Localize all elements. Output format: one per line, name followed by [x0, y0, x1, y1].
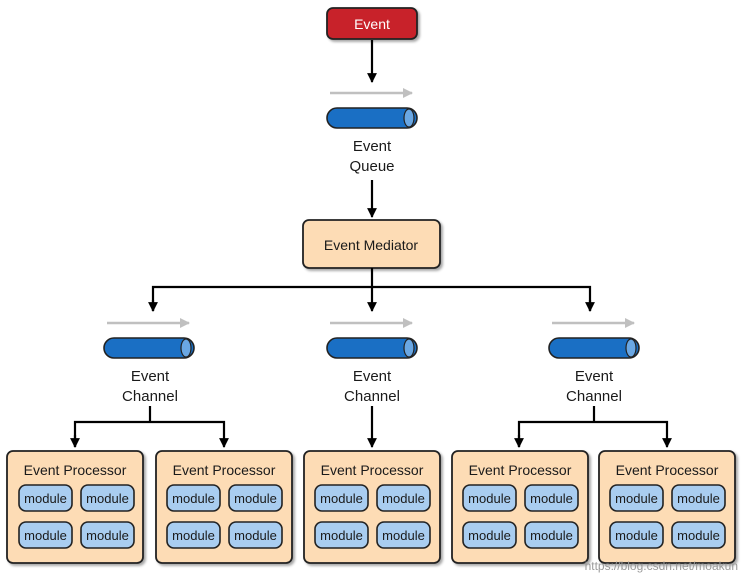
svg-text:module: module — [468, 491, 511, 506]
mediator-to-channels-connector — [148, 268, 595, 312]
processor-label: Event Processor — [616, 462, 719, 478]
svg-text:module: module — [677, 528, 720, 543]
svg-text:module: module — [468, 528, 511, 543]
svg-text:module: module — [677, 491, 720, 506]
module: module — [228, 521, 283, 549]
svg-text:module: module — [320, 528, 363, 543]
module: module — [462, 484, 517, 512]
module: module — [524, 484, 579, 512]
svg-text:module: module — [24, 528, 67, 543]
queue-label-line1: Event — [353, 138, 392, 155]
svg-text:module: module — [530, 528, 573, 543]
channel-label-line1: Event — [131, 368, 170, 385]
event-channel-left: Event Channel — [103, 318, 195, 405]
event-queue: Event Queue — [326, 88, 418, 175]
svg-text:module: module — [234, 528, 277, 543]
event-processor-5: Event Processor module module module mod… — [598, 450, 736, 564]
svg-text:module: module — [172, 528, 215, 543]
watermark: https://blog.csdn.net/moakun — [585, 559, 738, 573]
event-label: Event — [354, 16, 390, 32]
module: module — [166, 521, 221, 549]
channel-label-line1: Event — [353, 368, 392, 385]
module: module — [671, 484, 726, 512]
module: module — [671, 521, 726, 549]
channel-label-line2: Channel — [122, 388, 178, 405]
event-processor-1: Event Processor module module module mod… — [6, 450, 144, 564]
channel-label-line1: Event — [575, 368, 614, 385]
channels-to-processors-connector — [70, 406, 672, 448]
module: module — [609, 484, 664, 512]
module: module — [80, 484, 135, 512]
module: module — [376, 521, 431, 549]
module: module — [228, 484, 283, 512]
svg-text:module: module — [86, 491, 129, 506]
processor-label: Event Processor — [24, 462, 127, 478]
module: module — [314, 484, 369, 512]
module: module — [18, 521, 73, 549]
event-mediator: Event Mediator — [302, 219, 441, 269]
module: module — [18, 484, 73, 512]
svg-text:module: module — [172, 491, 215, 506]
channel-label-line2: Channel — [566, 388, 622, 405]
svg-text:module: module — [382, 491, 425, 506]
module: module — [166, 484, 221, 512]
svg-text:module: module — [615, 528, 658, 543]
event-channel-center: Event Channel — [326, 318, 418, 405]
svg-text:module: module — [86, 528, 129, 543]
module: module — [314, 521, 369, 549]
svg-text:module: module — [320, 491, 363, 506]
module: module — [609, 521, 664, 549]
svg-text:module: module — [382, 528, 425, 543]
queue-label-line2: Queue — [349, 158, 394, 175]
svg-text:module: module — [234, 491, 277, 506]
event-channel-right: Event Channel — [548, 318, 640, 405]
channel-label-line2: Channel — [344, 388, 400, 405]
module: module — [462, 521, 517, 549]
svg-text:module: module — [615, 491, 658, 506]
svg-text:module: module — [530, 491, 573, 506]
processor-label: Event Processor — [469, 462, 572, 478]
module: module — [376, 484, 431, 512]
event-node: Event — [326, 7, 418, 40]
queue-pipe-end — [403, 108, 415, 128]
event-processor-4: Event Processor module module module mod… — [451, 450, 589, 564]
event-processor-2: Event Processor module module module mod… — [155, 450, 293, 564]
module: module — [80, 521, 135, 549]
processor-label: Event Processor — [173, 462, 276, 478]
event-processor-3: Event Processor module module module mod… — [303, 450, 441, 564]
mediator-label: Event Mediator — [324, 237, 418, 253]
processor-label: Event Processor — [321, 462, 424, 478]
module: module — [524, 521, 579, 549]
svg-text:module: module — [24, 491, 67, 506]
